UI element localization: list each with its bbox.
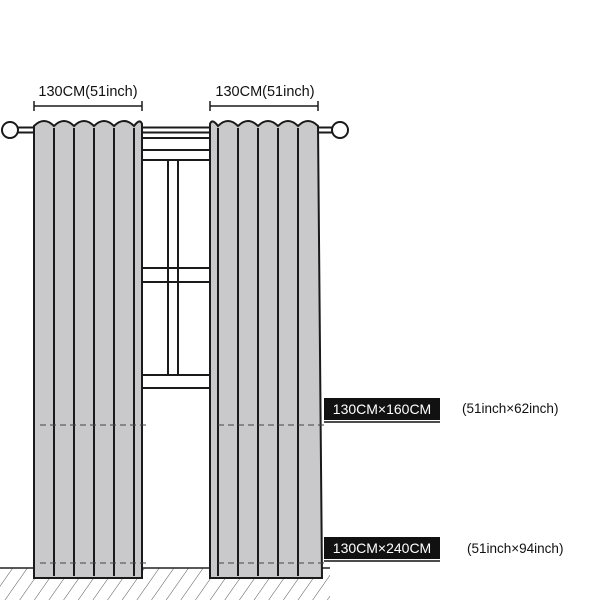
- rod-finial-right: [331, 121, 349, 139]
- rod-finial-left: [1, 121, 19, 139]
- size-note-160: (51inch×62inch): [462, 401, 558, 416]
- size-tag-160: 130CM×160CM: [324, 398, 440, 423]
- size-note-240: (51inch×94inch): [467, 541, 563, 556]
- window: [139, 137, 213, 389]
- size-tag-240: 130CM×240CM: [324, 537, 440, 562]
- curtain-panel-left: [33, 120, 143, 579]
- size-tag-240-text: 130CM×240CM: [333, 540, 431, 556]
- width-label-left: 130CM(51inch): [38, 84, 137, 100]
- width-dimension-left: 130CM(51inch): [33, 84, 143, 111]
- width-dimension-right: 130CM(51inch): [209, 84, 319, 111]
- width-label-right: 130CM(51inch): [215, 84, 314, 100]
- size-tag-160-text: 130CM×160CM: [333, 401, 431, 417]
- curtain-panel-right: [209, 120, 324, 579]
